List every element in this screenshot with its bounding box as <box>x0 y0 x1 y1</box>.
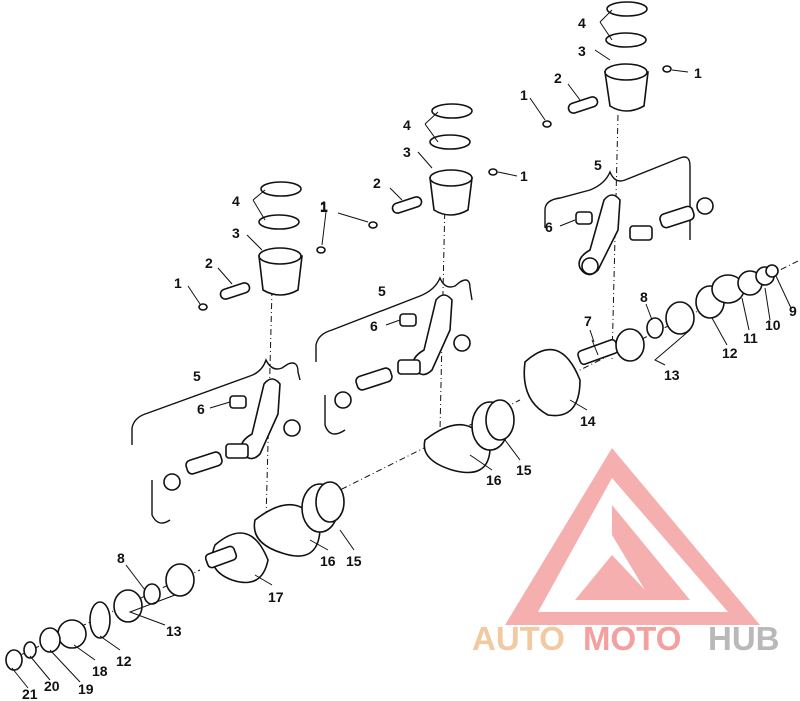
piston-pin-top <box>567 96 599 114</box>
needle-bearing-top-6 <box>575 211 593 225</box>
watermark-logo <box>505 448 760 625</box>
callout-left-6: 6 <box>197 401 205 417</box>
callout-left-16: 16 <box>320 553 336 569</box>
callout-labels: 4 3 2 1 1 5 6 8 7 9 10 11 12 13 14 4 3 2… <box>22 15 797 701</box>
circlip-left-a <box>198 303 208 311</box>
piston-ring-top-4 <box>606 1 648 17</box>
watermark-auto: AUTO <box>472 620 565 657</box>
top-cylinder-group <box>523 1 779 417</box>
front-end-group <box>5 532 269 671</box>
crankshaft-front-17 <box>211 532 269 584</box>
callout-top-6: 6 <box>545 219 553 235</box>
nut-top-9 <box>765 264 779 278</box>
callout-bot-21: 21 <box>22 686 38 701</box>
piston-ring-mid-3 <box>429 134 471 150</box>
callout-top-2: 2 <box>554 70 562 86</box>
piston-pin-mid <box>391 196 423 214</box>
spacer-bot-8 <box>143 583 161 605</box>
callout-top-1b: 1 <box>694 65 702 81</box>
piston-axis-mid <box>439 199 446 431</box>
callout-top-12: 12 <box>722 345 738 361</box>
seal-ring-bot-12 <box>89 601 111 639</box>
main-bearing-top-13 <box>615 328 645 362</box>
piston-ring-left-4 <box>260 181 302 197</box>
piston-mid <box>429 177 473 216</box>
callout-bot-18: 18 <box>92 663 108 679</box>
crankshaft-end-14 <box>523 348 581 417</box>
callout-top-7: 7 <box>584 313 592 329</box>
piston-ring-left-3 <box>258 214 300 230</box>
main-bearing-bot-13 <box>165 563 195 597</box>
callout-top-9: 9 <box>789 303 797 319</box>
bracket-top-5 <box>544 156 691 240</box>
callout-mid-2: 2 <box>373 175 381 191</box>
callout-mid-6: 6 <box>370 318 378 334</box>
left-cylinder-group <box>131 181 345 557</box>
thrust-washer-top <box>696 197 714 215</box>
callout-left-1a: 1 <box>174 275 182 291</box>
leader-lines <box>11 9 792 689</box>
snap-ring-bot-19 <box>39 627 61 653</box>
callout-bot-19: 19 <box>78 681 94 697</box>
conrod-left <box>240 378 281 460</box>
circlip-mid-b <box>488 168 498 176</box>
nut-bot-21 <box>5 649 23 671</box>
callout-left-2: 2 <box>205 255 213 271</box>
callout-bot-8: 8 <box>117 550 125 566</box>
needle-bearing-left-6 <box>229 395 247 409</box>
callout-top-14: 14 <box>580 413 596 429</box>
bracket-left-5 <box>131 358 301 445</box>
callout-top-4: 4 <box>578 15 586 31</box>
watermark-hub: HUB <box>708 620 780 657</box>
callout-left-4: 4 <box>232 193 240 209</box>
callout-left-15: 15 <box>346 553 362 569</box>
callout-top-1a: 1 <box>520 87 528 103</box>
callout-mid-1b: 1 <box>520 168 528 184</box>
callout-top-11: 11 <box>743 330 758 346</box>
callout-top-10: 10 <box>765 317 781 333</box>
watermark-wordmark: AUTO MOTO HUB <box>472 620 780 657</box>
callout-left-1b: 1 <box>320 198 328 214</box>
callout-top-3: 3 <box>578 43 586 59</box>
callout-mid-5: 5 <box>378 283 386 299</box>
callout-bot-17: 17 <box>268 589 284 605</box>
callout-top-5: 5 <box>594 157 602 173</box>
washer-bot-20 <box>23 641 37 659</box>
callout-mid-3: 3 <box>403 144 411 160</box>
circlip-left-b <box>316 246 326 254</box>
piston-top <box>604 71 649 112</box>
callout-bot-13: 13 <box>166 623 182 639</box>
conrod-mid <box>412 294 453 376</box>
piston-pin-left <box>219 282 251 300</box>
circlip-mid-a <box>368 221 378 229</box>
watermark-moto: MOTO <box>583 620 681 657</box>
callout-top-8: 8 <box>640 289 648 305</box>
crankpin-bearing-top <box>629 225 653 241</box>
circlip-top-b <box>662 65 672 73</box>
callout-mid-15: 15 <box>516 462 532 478</box>
callout-left-5: 5 <box>193 368 201 384</box>
piston-axis-left <box>265 289 273 521</box>
callout-top-13: 13 <box>664 367 680 383</box>
middle-cylinder-group <box>315 103 515 474</box>
bracket-mid-5 <box>315 276 473 362</box>
callout-mid-1a: 1 <box>320 199 328 215</box>
circlip-top-a <box>542 120 552 128</box>
callout-mid-16: 16 <box>486 472 502 488</box>
oil-seal-bot-18 <box>57 619 87 649</box>
callout-left-3: 3 <box>232 225 240 241</box>
piston-left <box>258 255 303 296</box>
callout-bot-20: 20 <box>44 678 60 694</box>
piston-ring-top-3 <box>605 32 647 48</box>
callout-bot-12: 12 <box>116 653 132 669</box>
needle-bearing-mid-6 <box>399 313 417 327</box>
piston-ring-mid-4 <box>431 103 473 119</box>
callout-mid-4: 4 <box>403 117 411 133</box>
